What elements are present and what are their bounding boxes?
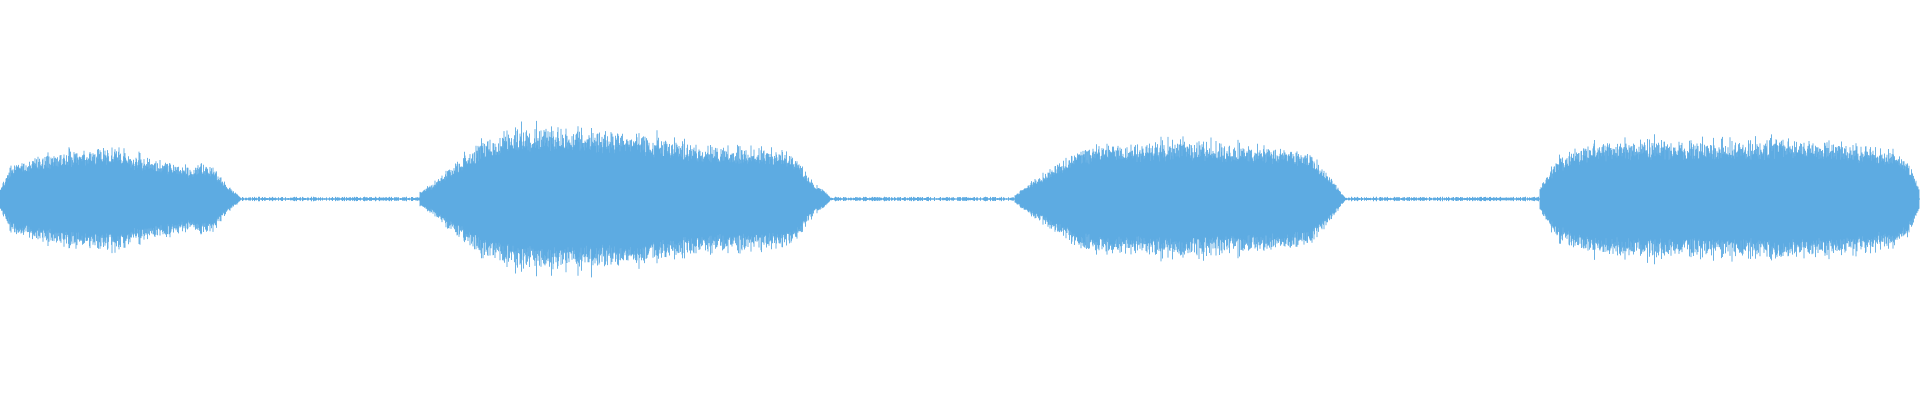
waveform-group [0,120,1920,278]
